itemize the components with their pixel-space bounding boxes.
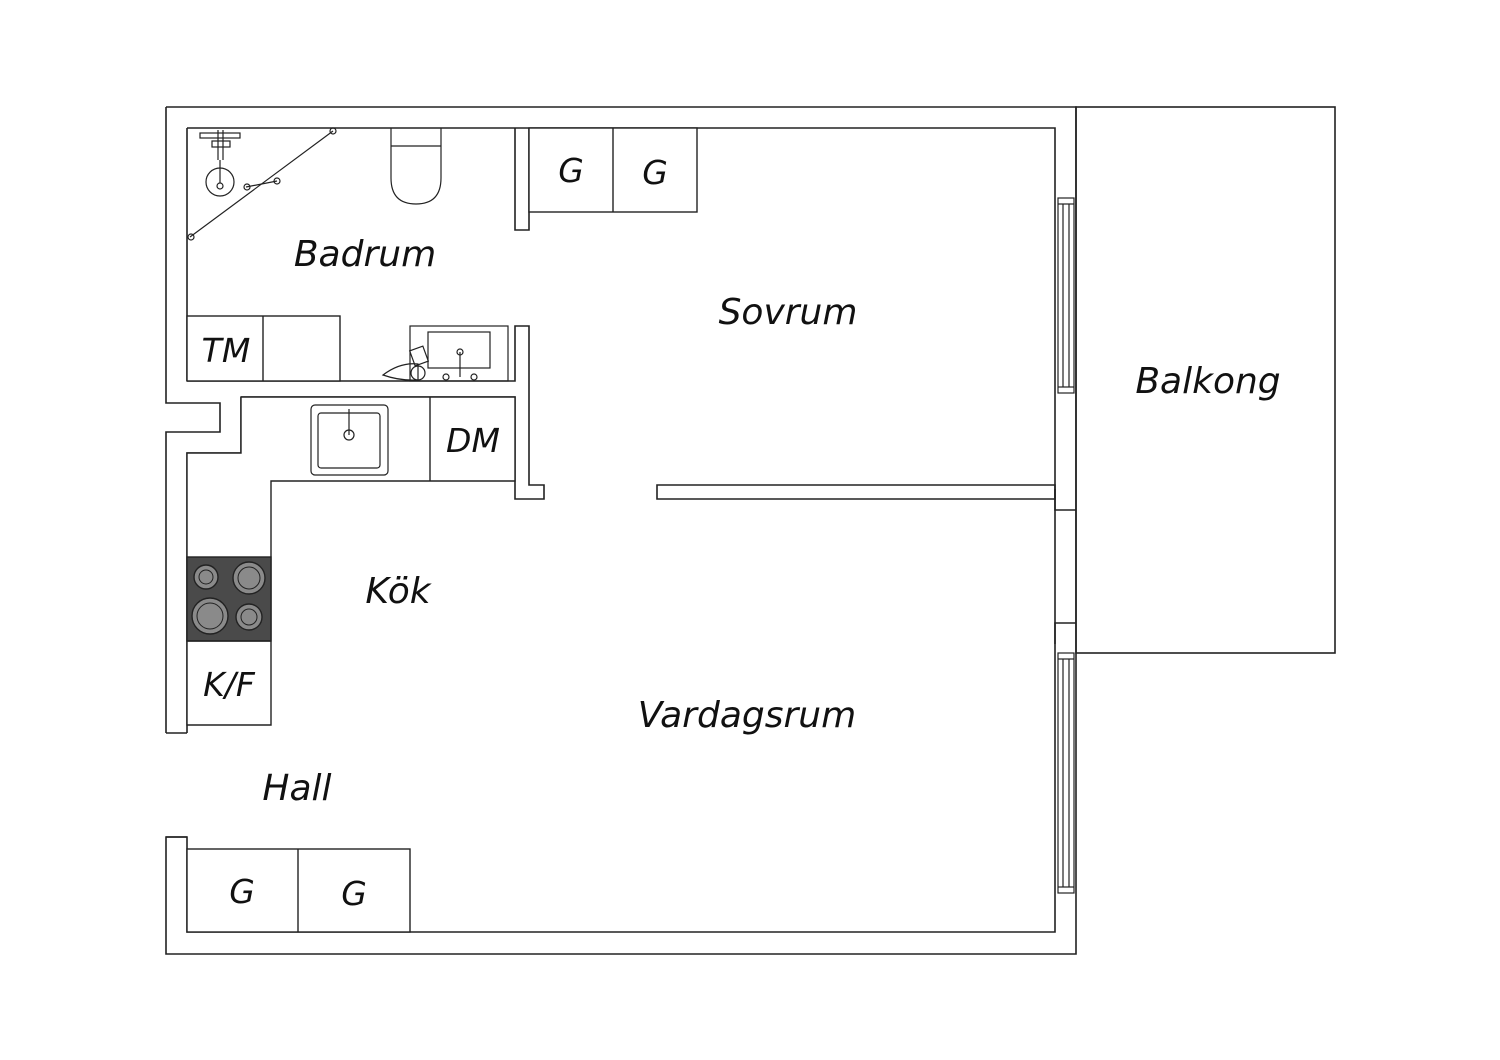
room-label-kok: Kök [365, 571, 432, 612]
room-label-badrum: Badrum [294, 234, 436, 275]
window-sovrum [1057, 197, 1075, 394]
washing-machine-label: TM [202, 331, 251, 370]
washing-machine: TM [186, 315, 341, 382]
bathroom-sink [381, 325, 509, 382]
shower [187, 127, 337, 241]
fridge-freezer-label: K/F [203, 665, 256, 704]
dishwasher-label: DM [446, 421, 500, 460]
stove [186, 556, 272, 642]
kitchen-sink [310, 404, 389, 476]
room-label-hall: Hall [262, 768, 331, 809]
fridge-freezer: K/F [187, 640, 271, 704]
balcony-door [1054, 489, 1076, 644]
balcony-outline [1075, 106, 1336, 654]
wardrobe-hall: G G [186, 848, 411, 933]
wardrobe-label: G [558, 151, 584, 190]
wardrobe-label: G [229, 872, 255, 911]
room-label-balkong: Balkong [1135, 361, 1280, 402]
room-label-sovrum: Sovrum [719, 292, 858, 333]
wardrobe-label: G [642, 153, 668, 192]
wardrobe-label: G [341, 874, 367, 913]
window-vardagsrum [1057, 652, 1075, 894]
toilet [390, 128, 442, 205]
kitchen-counter [186, 396, 516, 726]
room-label-vardagsrum: Vardagsrum [638, 695, 856, 736]
wardrobe-bedroom: G G [528, 127, 698, 213]
